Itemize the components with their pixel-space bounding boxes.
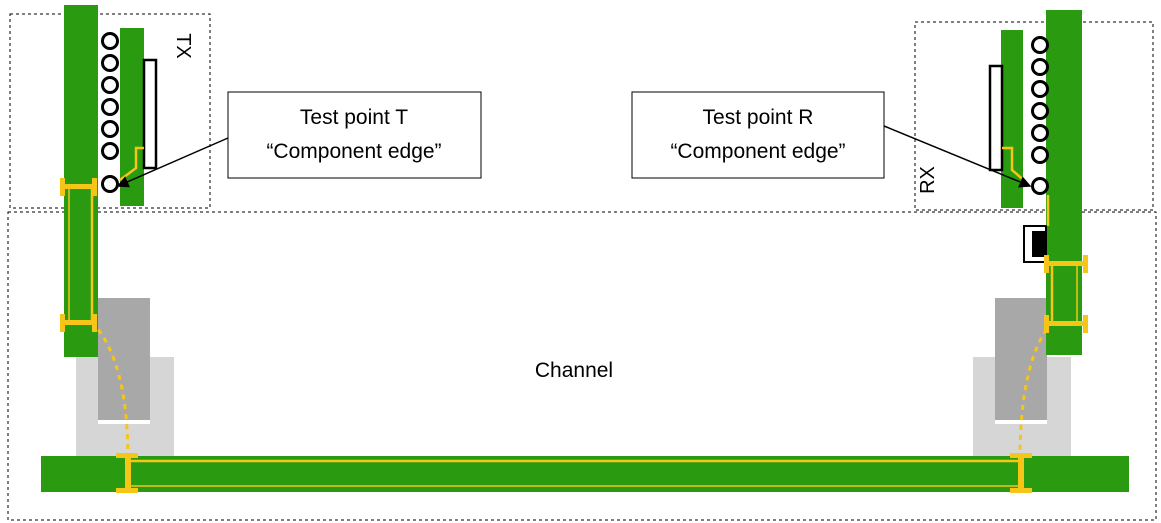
callout-r-line2: “Component edge” (670, 140, 845, 163)
callout-box-t (227, 91, 482, 179)
rx-pin (1031, 80, 1049, 98)
backplane-via-left (116, 453, 138, 493)
rx-pin (1031, 146, 1049, 164)
tx-pin (101, 54, 119, 72)
tx-label: TX (172, 33, 194, 59)
via-markers (60, 178, 1088, 493)
tx-test-pin (101, 175, 119, 193)
tx-pin (101, 76, 119, 94)
callout-t-line2: “Component edge” (266, 140, 441, 163)
tx-pins (101, 32, 119, 193)
rx-pin-trace (1002, 146, 1027, 183)
rx-pin (1031, 36, 1049, 54)
callout-arrow-t (116, 137, 229, 188)
callout-t-line1: Test point T (300, 106, 408, 129)
tx-connector-trace (90, 320, 130, 461)
callout-arrow-r (883, 125, 1032, 188)
rx-pins (1031, 36, 1049, 195)
rx-component-board (1001, 30, 1023, 208)
tx-via-top (60, 178, 97, 196)
rx-region-outline (914, 21, 1154, 211)
tx-via-bottom (60, 314, 97, 332)
rx-capacitor (1023, 225, 1047, 263)
callout-box-r (631, 91, 885, 179)
tx-pin (101, 32, 119, 50)
rx-pin (1031, 58, 1049, 76)
channel-label: Channel (535, 359, 613, 382)
tx-region-outline (9, 13, 211, 209)
channel-region-outline (7, 211, 1157, 521)
rx-via-bottom (1044, 315, 1088, 333)
left-connector-body (98, 298, 150, 420)
backplane-via-right (1010, 453, 1032, 493)
rx-chip (988, 64, 1004, 172)
tx-pin (101, 98, 119, 116)
tx-pin-trace (119, 146, 144, 181)
rx-pin (1031, 102, 1049, 120)
right-connector-body (995, 298, 1047, 420)
tx-pin (101, 142, 119, 160)
rx-test-pin (1031, 177, 1049, 195)
callout-r-line1: Test point R (703, 106, 814, 129)
tx-chip (142, 58, 158, 170)
rx-label: RX (917, 166, 939, 194)
tx-pin (101, 120, 119, 138)
signal-traces (68, 146, 1078, 487)
rx-via-top (1044, 255, 1088, 273)
rx-pin (1031, 124, 1049, 142)
